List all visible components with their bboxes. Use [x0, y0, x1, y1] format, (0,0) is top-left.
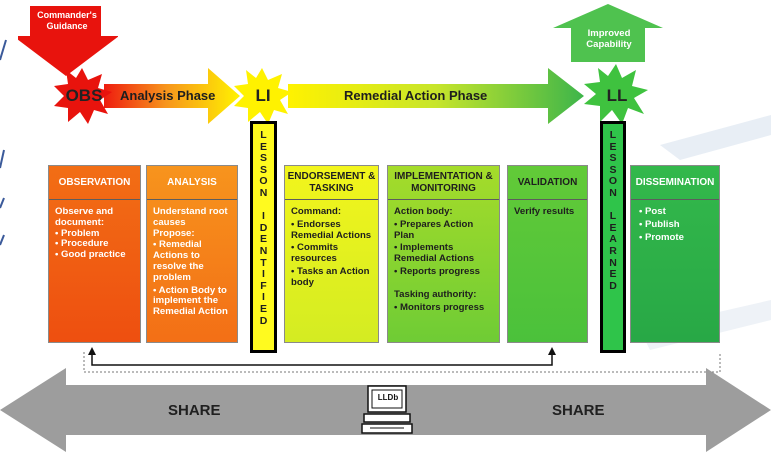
- validation-intro: Verify results: [514, 206, 575, 217]
- vertical-letter: N: [609, 256, 617, 269]
- implementation-intro2: Tasking authority:: [394, 288, 477, 300]
- vertical-letter: E: [609, 268, 617, 281]
- computer-icon: [361, 385, 413, 434]
- endorsement-item: • Commits resources: [291, 242, 339, 265]
- vertical-letter: E: [259, 140, 267, 153]
- dissemination-box: DISSEMINATION • Post • Publish • Promote: [630, 165, 720, 343]
- vertical-letter: S: [609, 163, 617, 176]
- observation-item: • Good practice: [55, 249, 126, 261]
- improved-capability-label: Improved Capability: [586, 28, 632, 50]
- vertical-letter: I: [262, 210, 265, 223]
- endorsement-item: • Endorses Remedial Actions: [291, 218, 372, 241]
- validation-box: VALIDATION Verify results: [507, 165, 588, 343]
- implementation-box: IMPLEMENTATION & MONITORING Action body:…: [387, 165, 500, 343]
- analysis-box: ANALYSIS Understand root causes Propose:…: [146, 165, 238, 343]
- obs-starburst: [54, 68, 112, 124]
- dissemination-header: DISSEMINATION: [631, 166, 719, 200]
- vertical-letter: F: [260, 279, 267, 292]
- vertical-letter: N: [259, 186, 268, 199]
- analysis-intro: Understand root causes Propose:: [153, 206, 228, 239]
- implementation-item: • Monitors progress: [394, 301, 485, 313]
- commanders-guidance-arrow: [18, 6, 118, 76]
- vertical-letter: D: [609, 279, 617, 292]
- endorsement-intro: Command:: [291, 206, 342, 217]
- analysis-phase-arrow: [104, 68, 240, 124]
- implementation-item: • Prepares Action Plan: [394, 218, 474, 241]
- vertical-letter: T: [260, 256, 267, 269]
- vertical-letter: I: [262, 268, 265, 281]
- analysis-phase-label: Analysis Phase: [120, 88, 216, 103]
- vertical-letter: E: [259, 302, 267, 315]
- analysis-item: • Remedial Actions to resolve the proble…: [153, 239, 204, 283]
- endorsement-item: • Tasks an Action body: [291, 265, 370, 288]
- vertical-letter: N: [259, 244, 268, 257]
- vertical-letter: L: [260, 129, 267, 141]
- dissemination-item: • Post: [639, 206, 666, 217]
- share-left-label: SHARE: [168, 402, 221, 419]
- vertical-letter: N: [609, 186, 617, 199]
- endorsement-box: ENDORSEMENT & TASKING Command: • Endorse…: [284, 165, 379, 343]
- observation-item: • Procedure: [55, 238, 109, 250]
- feedback-loop: [83, 347, 721, 373]
- vertical-letter: R: [609, 244, 617, 257]
- implementation-item: • Implements Remedial Actions: [394, 242, 475, 265]
- share-right-label: SHARE: [552, 402, 605, 419]
- implementation-item: • Reports progress: [394, 265, 480, 277]
- vertical-letter: I: [262, 291, 265, 304]
- vertical-letter: E: [609, 221, 617, 234]
- validation-header: VALIDATION: [508, 166, 587, 200]
- remedial-phase-arrow: [288, 68, 584, 124]
- vertical-letter: S: [259, 152, 267, 165]
- endorsement-header: ENDORSEMENT & TASKING: [285, 166, 378, 200]
- vertical-letter: D: [259, 314, 268, 327]
- observation-header: OBSERVATION: [49, 166, 140, 200]
- vertical-letter: L: [609, 129, 617, 141]
- ll-label: LL: [606, 86, 628, 105]
- vertical-letter: D: [259, 221, 268, 234]
- implementation-header: IMPLEMENTATION & MONITORING: [388, 166, 499, 200]
- analysis-header: ANALYSIS: [147, 166, 237, 200]
- analysis-item: • Action Body to implement the Remedial …: [153, 284, 228, 318]
- observation-box: OBSERVATION Observe and document: • Prob…: [48, 165, 141, 343]
- remedial-action-phase-label: Remedial Action Phase: [344, 88, 488, 103]
- vertical-letter: O: [608, 175, 618, 188]
- li-starburst: [234, 68, 292, 124]
- phase-arrows: [54, 64, 648, 124]
- vertical-letter: A: [609, 233, 617, 246]
- vertical-letter: L: [609, 210, 617, 223]
- improved-capability-arrow: [553, 4, 663, 62]
- obs-label: OBS: [65, 86, 103, 105]
- implementation-intro: Action body:: [394, 206, 453, 217]
- li-label: LI: [255, 86, 271, 105]
- observation-intro: Observe and document:: [55, 206, 114, 228]
- observation-item: • Problem: [55, 227, 100, 239]
- dissemination-item: • Publish: [639, 218, 680, 230]
- vertical-letter: E: [609, 140, 617, 153]
- vertical-letter: E: [259, 233, 267, 246]
- lldb-label: LLDb: [377, 393, 399, 402]
- vertical-letter: S: [259, 163, 267, 176]
- vertical-letter: O: [259, 175, 268, 188]
- dissemination-item: • Promote: [639, 231, 684, 243]
- ll-starburst: [584, 64, 648, 124]
- vertical-letter: S: [609, 152, 617, 165]
- commanders-guidance-label: Commander's Guidance: [37, 10, 97, 31]
